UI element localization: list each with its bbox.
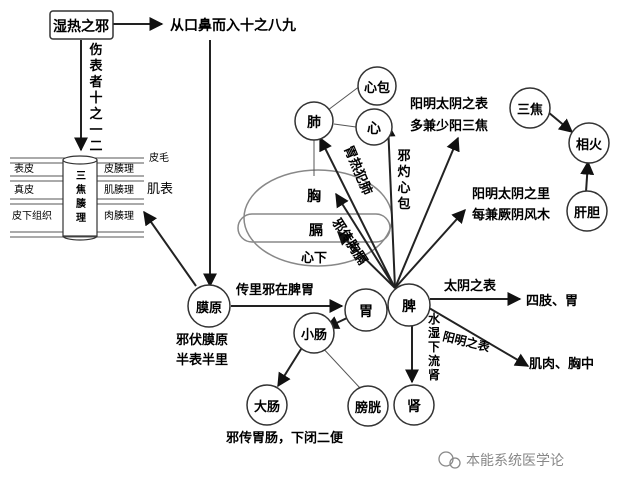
node-moyuan-circle [187, 284, 231, 328]
wechat-icon [438, 451, 454, 467]
skin-pimao: 皮毛 [149, 151, 169, 164]
label-shang-biao: 伤表者十之一二 [88, 42, 103, 154]
label-chuan-li: 传里邪在脾胃 [235, 282, 314, 298]
skin-right-1: 皮腠理 [104, 162, 134, 175]
label-yangming-taiyang-2: 多兼少阳三焦 [410, 118, 488, 134]
wechat-icon-small [449, 457, 461, 469]
skin-column [62, 159, 98, 237]
node-xin: 心 [367, 121, 381, 137]
node-shen: 肾 [407, 399, 421, 415]
diaphragm-bar [237, 213, 391, 243]
label-shuishi: 水湿下流肾 [428, 311, 441, 382]
arrow-to-ge [337, 231, 396, 289]
skin-right-3: 肉腠理 [104, 209, 134, 222]
line-xiaochang-pangguang [319, 344, 361, 389]
label-xie-chuan: 邪传胸膈 [328, 215, 370, 268]
node-dachang-circle [246, 384, 288, 426]
node-xinbao-circle [357, 66, 397, 106]
node-xin-circle [355, 108, 393, 146]
node-pangguang: 膀胱 [354, 400, 381, 416]
arrow-to-dachang [277, 345, 304, 388]
ji-biao-label: 肌表 [147, 182, 173, 197]
watermark: 本能系统医学论 [438, 451, 564, 469]
node-xinbao: 心包 [364, 80, 390, 96]
arrow-gandan-xianghuo [580, 160, 595, 193]
node-xiaochang: 小肠 [301, 328, 327, 343]
node-wei-circle [344, 288, 388, 332]
label-xie-chuan-wei: 邪传胃肠，下闭二便 [225, 430, 344, 446]
skin-left-2: 真皮 [14, 183, 34, 196]
node-sanjiao-circle [509, 87, 551, 129]
arrow-sanjiao-xianghuo [547, 111, 574, 133]
node-xiaochang-circle [293, 312, 335, 354]
node-pi: 脾 [402, 298, 416, 315]
skin-left-1: 表皮 [14, 162, 34, 175]
node-gandan: 肝胆 [574, 206, 600, 221]
watermark-text: 本能系统医学论 [466, 453, 564, 469]
label-yangming-li-2: 每兼厥阴风木 [472, 207, 551, 223]
arrow-to-yangming-1 [394, 136, 460, 289]
label-xie-fu-2: 半表半里 [176, 352, 228, 368]
arrow-to-fei [319, 136, 396, 289]
label-yangming-biao: 阳明之表 [441, 328, 492, 354]
node-xiong: 胸 [307, 188, 321, 205]
node-shen-circle [393, 384, 435, 426]
arrow-to-yangming-2 [394, 208, 466, 289]
line-fei-xinbao [327, 85, 361, 111]
arrow-to-xinbao [381, 122, 396, 289]
node-fei: 肺 [307, 115, 321, 131]
label-kou-bi: 从口鼻而入十之八九 [170, 17, 296, 34]
node-xianghuo: 相火 [576, 137, 603, 153]
nodes: 湿热之邪 肺 心包 心 三焦 相火 肝胆 膜原 胃 脾 小肠 大肠 膀胱 肾 胸… [49, 10, 610, 427]
skin-layers: 表皮 真皮 皮下组织 皮腠理 肌腠理 肉腠理 皮毛 肌表 三 焦 腠 理 [10, 151, 173, 241]
node-pi-circle [387, 283, 431, 327]
arrow-to-jibiao [143, 210, 197, 287]
node-shire: 湿热之邪 [53, 18, 109, 35]
label-sizhi: 四肢、胃 [526, 293, 578, 309]
label-xie-zhuo: 邪灼心包 [396, 149, 410, 212]
skin-column-label: 三 焦 腠 理 [75, 170, 89, 224]
skin-column-bottom [62, 235, 98, 241]
label-yangming-li-1: 阳明太阴之里 [472, 186, 550, 202]
node-xinxia: 心下 [301, 251, 327, 266]
node-gandan-circle [566, 190, 608, 232]
arrow-to-xiong [335, 192, 396, 289]
label-jirou: 肌肉、胸中 [529, 356, 594, 372]
node-xianghuo-circle [568, 122, 610, 164]
node-fei-circle [294, 101, 334, 141]
connections [74, 17, 595, 389]
label-taiyin-biao: 太阴之表 [443, 278, 497, 294]
label-xie-fu-1: 邪伏膜原 [175, 332, 228, 348]
node-shire-box [49, 10, 114, 40]
skin-right-2: 肌腠理 [104, 183, 134, 196]
skin-left-3: 皮下组织 [12, 209, 52, 222]
node-pangguang-circle [347, 385, 389, 427]
skin-column-top [62, 155, 98, 165]
labels: 从口鼻而入十之八九 伤表者十之一二 传里邪在脾胃 邪伏膜原 半表半里 胃热犯肺 … [88, 17, 594, 446]
node-ge: 膈 [308, 223, 323, 239]
line-fei-xin [333, 123, 357, 128]
node-dachang: 大肠 [254, 399, 280, 415]
label-yangming-taiyang-1: 阳明太阴之表 [410, 96, 489, 112]
node-wei: 胃 [359, 304, 373, 320]
node-sanjiao: 三焦 [517, 102, 543, 118]
node-moyuan: 膜原 [196, 300, 222, 316]
